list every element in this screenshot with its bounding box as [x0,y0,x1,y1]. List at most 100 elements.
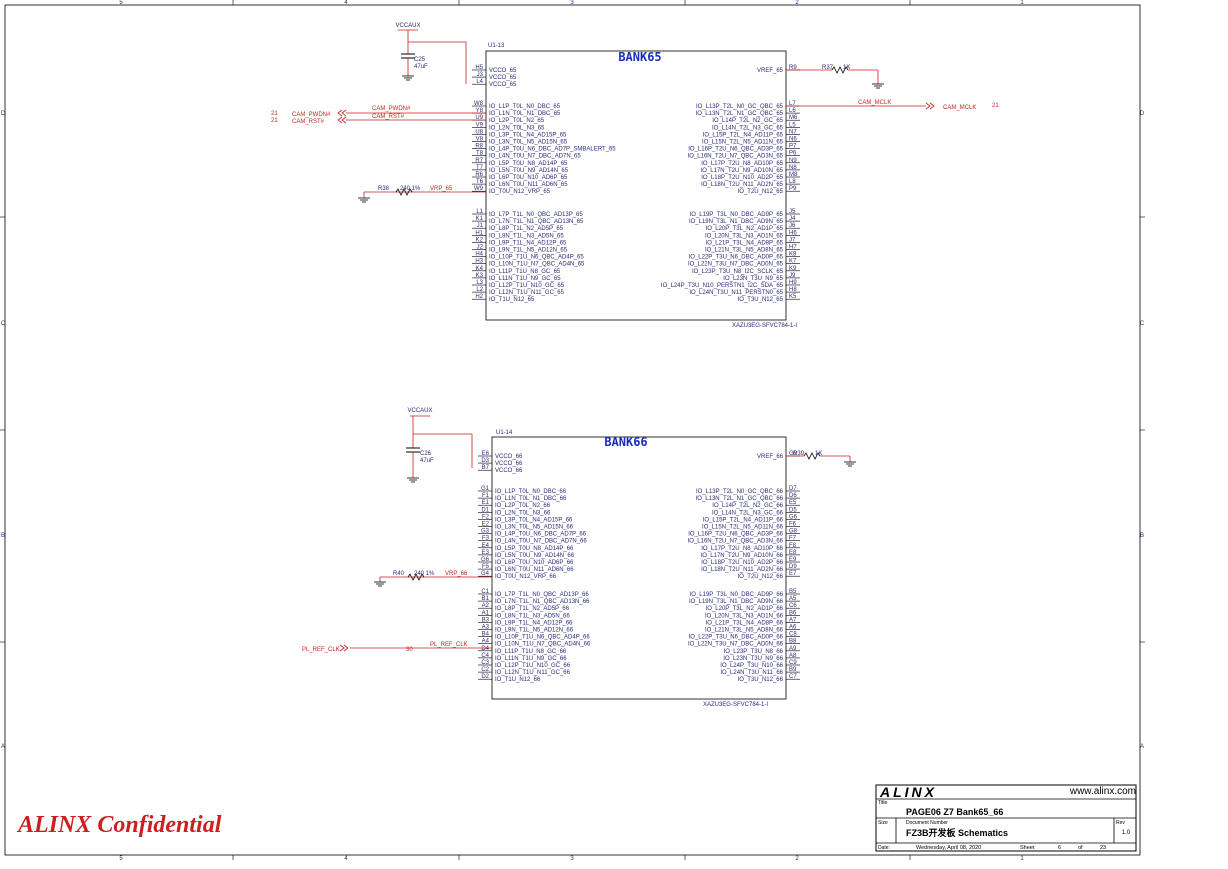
pin-number: R8 [475,144,483,150]
cam-mclk-page: 21 [992,103,999,109]
pin-number: W9 [474,186,484,192]
pin-name: IO_L19N_T3L_N1_DBC_AD9N_66 [689,599,784,605]
pin-number: L2 [476,287,483,293]
pin-name: IO_L20N_T3L_N3_AD1N_66 [705,613,784,619]
border-col-label-top: 4 [344,0,348,6]
pin-name: IO_L6P_T0U_N10_AD6P_65 [489,175,568,181]
pin-name: IO_L23P_T3U_N8_66 [724,649,784,655]
bank66-vrp-res-val: 240 1% [414,571,435,577]
rev-label: Rev [1116,820,1125,826]
pin-name: IO_L13P_T2L_N0_GC_QBC_66 [696,489,784,495]
pin-number: E2 [482,522,490,528]
bank65-vrp-res-val: 240 1% [400,186,421,192]
pin-name: IO_L3N_T0L_N5_AD15N_66 [495,525,574,531]
bank65-title: BANK65 [618,50,661,64]
pin-number: F8 [789,543,797,549]
pin-name: IO_L10P_T1U_N6_QBC_AD4P_66 [495,635,590,641]
pin-number: K9 [789,266,797,272]
pin-name: IO_L17P_T2U_N8_AD10P_66 [701,546,783,552]
pin-number: A5 [789,596,797,602]
pin-name: IO_T2U_N12_65 [738,189,784,195]
pin-number: H3 [475,259,483,265]
bank66-vref-res-val: 1K [815,451,822,457]
pin-name: IO_L24N_T3U_N11_PERSTN0_65 [689,290,783,296]
pin-name: IO_L5P_T0U_N8_AD14P_65 [489,161,568,167]
sheet-frame [4,4,1141,856]
pin-name: VREF_65 [757,68,784,74]
sheet-number: 6 [1058,845,1061,851]
pin-name: IO_L3N_T0L_N5_AD15N_65 [489,140,568,146]
pin-number: K1 [476,216,484,222]
bank66-cap-ref: C26 [420,451,432,457]
pin-number: R6 [475,172,483,178]
pin-number: J9 [789,273,796,279]
border-row-label-right: D [1140,111,1145,117]
pin-number: E7 [789,571,797,577]
pin-name: IO_L1N_T0L_N1_DBC_65 [489,111,561,117]
pin-number: H6 [789,230,797,236]
pin-name: IO_L5N_T0U_N9_AD14N_65 [489,168,569,174]
pin-name: IO_L9N_T1L_N5_AD12N_65 [489,248,568,254]
pin-number: G8 [789,529,798,535]
pl-ref-clk-page: 30 [406,647,413,653]
pin-name: IO_L23P_T3U_N8_I2C_SCLK_65 [692,269,784,275]
title-block: ALINX www.alinx.com Title PAGE06 Z7 Bank… [875,784,1137,852]
pin-number: Y8 [476,108,484,114]
pin-number: B7 [482,465,490,471]
pin-name: IO_L6N_T0U_N11_AD6N_66 [495,567,574,573]
pin-number: K5 [789,294,797,300]
pin-name: IO_L7N_T1L_N1_QBC_AD13N_65 [489,219,584,225]
pin-number: C8 [789,632,797,638]
pin-name: IO_L8N_T1L_N3_AD5N_65 [489,233,564,239]
pin-name: IO_L19P_T3L_N0_DBC_AD9P_65 [690,212,784,218]
pin-name: IO_L13N_T2L_N1_GC_QBC_65 [696,111,784,117]
pin-name: IO_L10N_T1U_N7_QBC_AD4N_66 [495,642,591,648]
border-col-label-bottom: 4 [344,856,348,862]
pin-number: J3 [477,72,484,78]
pin-number: F1 [482,493,490,499]
border-col-label-bottom: 3 [570,856,574,862]
pin-number: F3 [482,536,490,542]
bank65-vrp-net: VRP_65 [430,186,453,192]
pin-name: IO_L6N_T0U_N11_AD6N_65 [489,182,568,188]
bank65-cap-ref: C25 [414,57,426,63]
pin-name: IO_L21P_T3L_N4_AD8P_66 [706,620,784,626]
pin-name: IO_L22N_T3U_N7_DBC_AD0N_66 [688,642,784,648]
pin-number: R9 [789,65,797,71]
pin-name: IO_L18N_T2U_N11_AD2N_65 [701,182,784,188]
pin-name: IO_L17N_T2U_N9_AD10N_66 [701,553,784,559]
pin-name: IO_L18N_T2U_N11_AD2N_66 [701,567,784,573]
pin-name: IO_L4P_T0U_N6_DBC_AD7P_SMBALERT_65 [489,147,616,153]
pin-name: IO_L24P_T3U_N10_PERSTN1_I2C_SDA_65 [661,283,784,289]
pin-number: A2 [482,603,490,609]
pin-number: M6 [789,115,798,121]
pin-name: IO_L23N_T3U_N9_65 [723,276,783,282]
pin-number: L8 [789,179,796,185]
pin-name: IO_L20P_T3L_N2_AD1P_66 [706,606,784,612]
pin-number: L7 [789,101,796,107]
pin-number: L1 [476,209,483,215]
pin-name: IO_L23N_T3U_N9_66 [723,656,783,662]
pin-name: IO_L24N_T3U_N11_66 [720,670,783,676]
pin-number: C3 [481,660,489,666]
docnum-label: Document Number [906,820,948,826]
cam-rst-page: 21 [271,118,278,124]
pin-name: IO_L15P_T2L_N4_AD11P_65 [703,132,784,138]
pin-number: D6 [789,493,797,499]
sheet-total: 23 [1100,845,1106,851]
border-row-label-left: A [1,744,5,750]
bank66-vccaux-label: VCCAUX [407,408,432,414]
website: www.alinx.com [1069,786,1136,797]
pin-name: IO_L15N_T2L_N5_AD11N_66 [702,525,784,531]
bank66-vref-res-ref: R39 [793,451,805,457]
pin-name: IO_L18P_T2U_N10_AD2P_66 [701,560,783,566]
bank65-vrp-res-ref: R38 [378,186,390,192]
pin-number: J6 [789,223,796,229]
pin-number: E9 [789,557,797,563]
border-col-label-bottom: 1 [1020,856,1024,862]
pin-name: IO_L16P_T2U_N6_QBC_AD3P_65 [688,147,783,153]
pin-name: IO_L16N_T2U_N7_QBC_AD3N_66 [688,539,784,545]
pin-number: D1 [481,507,489,513]
pin-number: P6 [789,151,797,157]
